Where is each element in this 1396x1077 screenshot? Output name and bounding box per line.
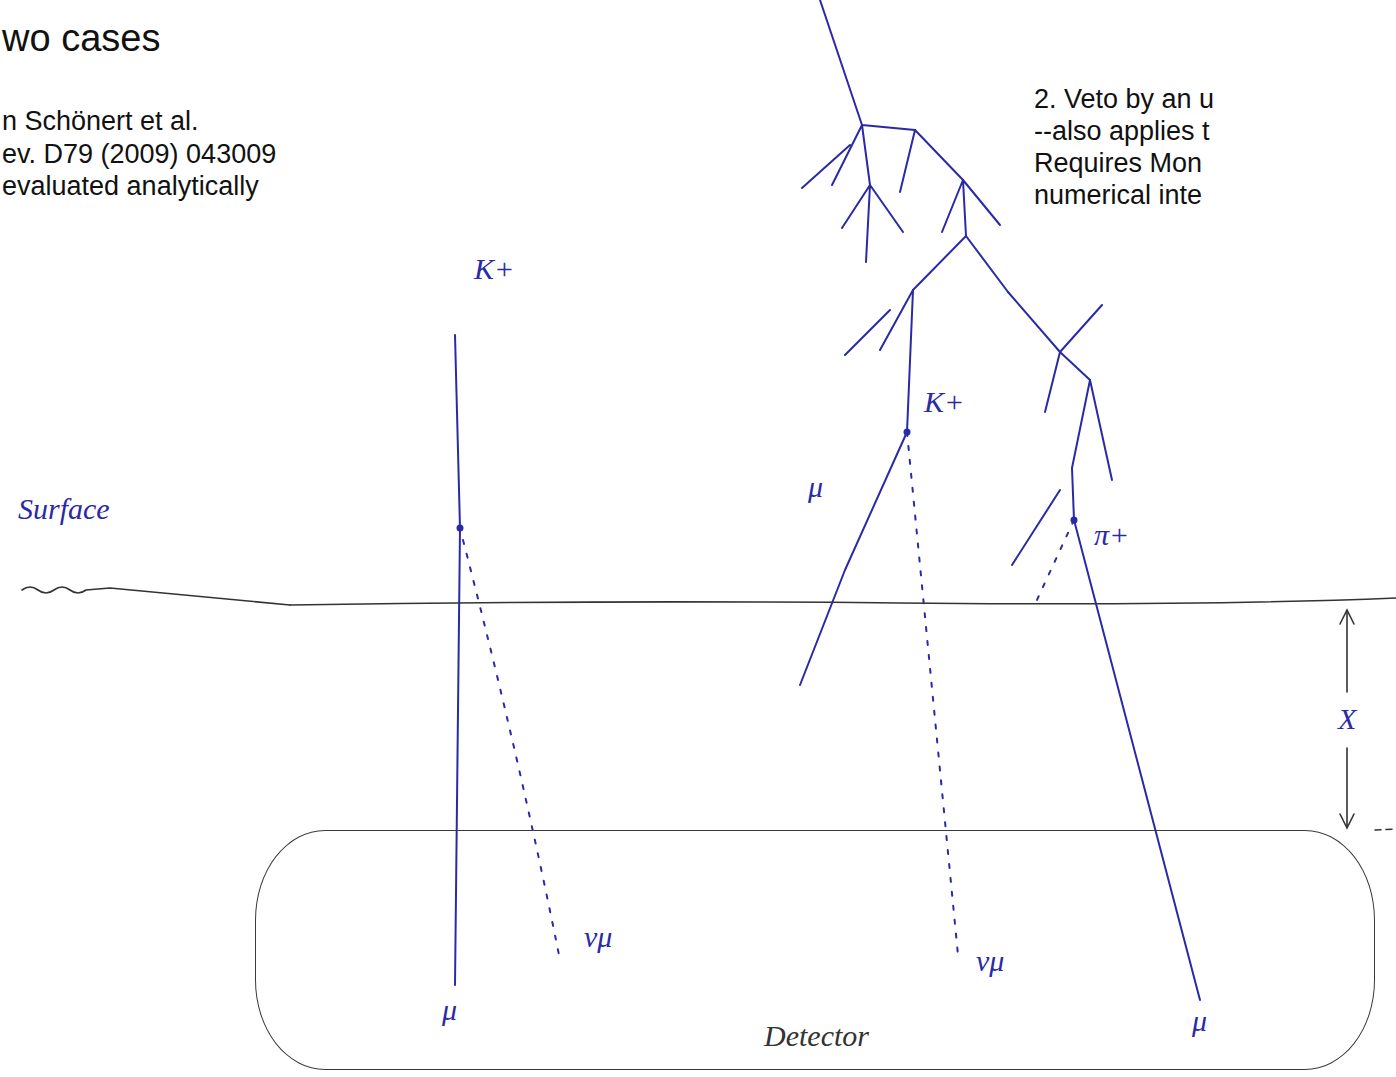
depth-arrow-line: [1346, 612, 1348, 692]
shower-branch: [802, 125, 915, 188]
particle-label: νμ: [584, 920, 612, 953]
primary-track: [820, 0, 862, 125]
muon-track: [1074, 520, 1200, 1000]
kaon-track: [907, 290, 913, 432]
detector-outline: Detector: [255, 830, 1375, 1070]
depth-label: X: [1336, 702, 1358, 735]
surface-label: Surface: [18, 492, 110, 525]
shower-branch: [845, 236, 1008, 355]
pion-track: [1072, 468, 1074, 520]
particle-label: K+: [474, 252, 514, 285]
depth-guide: [1375, 829, 1396, 830]
reference-text: n Schönert et al.: [2, 106, 199, 137]
slide-title: wo cases: [2, 18, 160, 60]
muon-track: [455, 528, 460, 985]
shower-branch: [900, 130, 963, 192]
surface-line: [22, 587, 1396, 830]
decay-vertex: [458, 526, 463, 531]
particle-label: μ: [808, 470, 823, 503]
case-text: --also applies t: [1034, 116, 1210, 147]
arrow-head: [1340, 610, 1354, 624]
neutrino-track: [1036, 520, 1074, 602]
reference-text: evaluated analytically: [2, 171, 259, 202]
surface-squiggle: [22, 587, 290, 605]
particle-label: μ: [1192, 1004, 1207, 1037]
arrow-head: [1340, 814, 1354, 828]
particle-label: K+: [924, 385, 964, 418]
ground-surface: [290, 598, 1396, 605]
muon-track: [800, 432, 907, 685]
shower-branch: [942, 180, 1000, 236]
case-text: Requires Mon: [1034, 148, 1202, 179]
kaon-track: [455, 335, 460, 528]
case-text: 2. Veto by an u: [1034, 84, 1214, 115]
node-label: Detector: [764, 1019, 869, 1052]
case-text: numerical inte: [1034, 180, 1202, 211]
particle-label: μ: [442, 993, 457, 1026]
particle-label: π+: [1094, 518, 1129, 551]
neutrino-track: [907, 432, 958, 955]
depth-arrow-line: [1346, 748, 1348, 826]
particle-label: νμ: [976, 944, 1004, 977]
shower-branch: [842, 185, 903, 262]
reference-text: ev. D79 (2009) 043009: [2, 139, 276, 170]
